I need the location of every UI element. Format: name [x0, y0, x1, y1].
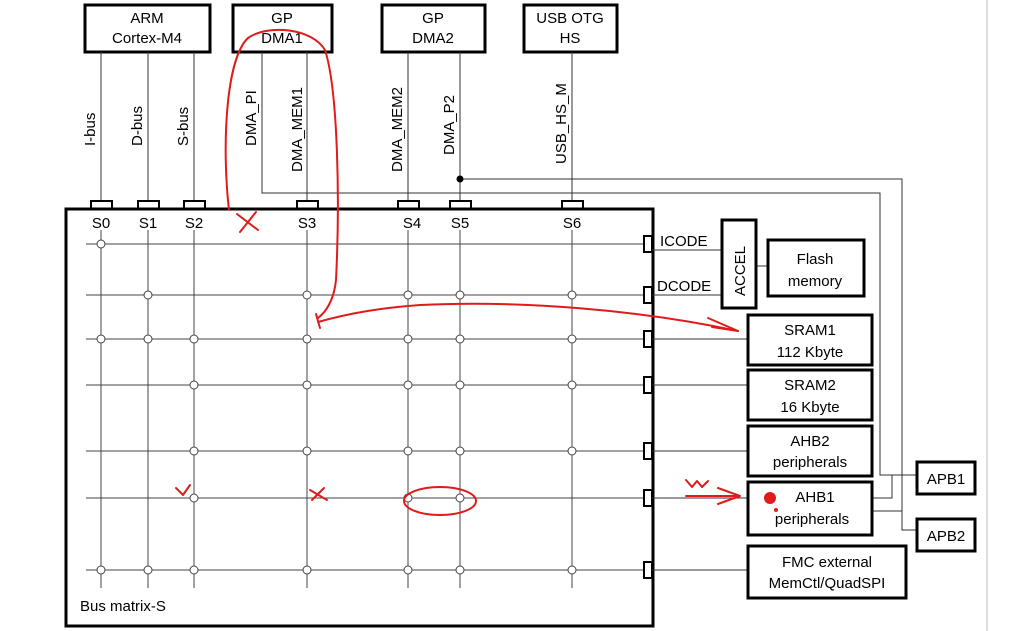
red-annotations	[175, 28, 778, 516]
port-s0: S0	[92, 215, 110, 232]
ahb2-line1: AHB2	[790, 433, 829, 450]
dcode-label: DCODE	[657, 278, 711, 295]
annotation-sram1-arrowhead	[707, 317, 739, 332]
bus-matrix-frame	[64, 207, 655, 628]
master-dma1-line2: DMA1	[261, 30, 303, 47]
annotation-check-s2	[175, 484, 191, 496]
bridge-apb2: APB2	[915, 517, 977, 553]
master-arm-line2: Cortex-M4	[112, 30, 182, 47]
slave-port-labels: S0 S1 S2 S3 S4 S5 S6	[92, 215, 581, 232]
switch-nodes	[96, 239, 577, 575]
master-dma2-line2: DMA2	[412, 30, 454, 47]
bus-signal-labels: I-bus D-bus S-bus DMA_PI DMA_MEM1 DMA_ME…	[82, 83, 570, 172]
apb1-label: APB1	[927, 471, 965, 488]
slave-wires	[652, 249, 902, 571]
label-dma-pi: DMA_PI	[243, 90, 260, 146]
annotation-x-dma-pi	[236, 211, 259, 233]
accel-box: ACCEL	[720, 218, 758, 310]
port-s2: S2	[185, 215, 203, 232]
sram2-line2: 16 Kbyte	[780, 399, 839, 416]
fmc-line1: FMC external	[782, 554, 872, 571]
master-gp-dma1: GP DMA1	[231, 3, 334, 54]
label-dma-mem1: DMA_MEM1	[289, 87, 306, 172]
bridge-apb1: APB1	[915, 460, 977, 496]
master-bus-wires	[100, 52, 917, 531]
ahb1-line2: peripherals	[775, 511, 849, 528]
annotation-red-dot	[764, 492, 776, 504]
master-usb-line1: USB OTG	[536, 10, 604, 27]
port-s5: S5	[451, 215, 469, 232]
master-dma2-line1: GP	[422, 10, 444, 27]
label-s-bus: S-bus	[175, 107, 192, 146]
annotation-red-dot-small	[774, 508, 778, 512]
label-usb-hs-m: USB_HS_M	[553, 83, 570, 164]
slave-ahb2-peripherals: AHB2 peripherals	[746, 424, 874, 478]
master-gp-dma2: GP DMA2	[380, 3, 487, 54]
sram2-line1: SRAM2	[784, 377, 836, 394]
annotation-w-squiggle	[685, 479, 709, 488]
slave-fmc: FMC external MemCtl/QuadSPI	[746, 544, 908, 600]
sram1-line2: 112 Kbyte	[777, 344, 843, 361]
slave-flash-memory: Flash memory	[766, 238, 866, 298]
junction-dot	[456, 175, 464, 183]
label-dma-p2: DMA_P2	[441, 95, 458, 155]
annotation-arrow-ahb1	[685, 487, 741, 505]
slave-sram1: SRAM1 112 Kbyte	[746, 313, 874, 367]
bus-matrix-label: Bus matrix-S	[80, 598, 166, 615]
slave-sram2: SRAM2 16 Kbyte	[746, 368, 874, 422]
port-s6: S6	[563, 215, 581, 232]
flash-line2: memory	[788, 273, 843, 290]
label-dma-mem2: DMA_MEM2	[389, 87, 406, 172]
icode-label: ICODE	[660, 233, 708, 250]
slave-ahb1-peripherals: AHB1 peripherals	[746, 480, 874, 537]
annotation-x-s3	[309, 487, 328, 501]
port-s3: S3	[298, 215, 316, 232]
sram1-line1: SRAM1	[784, 322, 836, 339]
annotation-ellipse-s4-s5	[403, 486, 477, 516]
label-d-bus: D-bus	[129, 106, 146, 146]
port-s4: S4	[403, 215, 421, 232]
master-arm-line1: ARM	[130, 10, 163, 27]
annotation-dma1-loop	[224, 28, 339, 319]
accel-label: ACCEL	[732, 246, 749, 296]
matrix-grid	[86, 230, 645, 588]
ahb1-line1: AHB1	[795, 489, 834, 506]
master-dma1-line1: GP	[271, 10, 293, 27]
label-i-bus: I-bus	[82, 113, 99, 146]
annotation-sram1-arrow	[315, 302, 739, 332]
fmc-line2: MemCtl/QuadSPI	[769, 575, 886, 592]
master-usb-line2: HS	[560, 30, 581, 47]
ahb2-line2: peripherals	[773, 454, 847, 471]
master-port-tabs	[643, 235, 653, 579]
flash-line1: Flash	[797, 251, 834, 268]
apb2-label: APB2	[927, 528, 965, 545]
master-arm-cortex-m4: ARM Cortex-M4	[83, 3, 212, 54]
master-usb-otg-hs: USB OTG HS	[522, 3, 619, 54]
port-s1: S1	[139, 215, 157, 232]
